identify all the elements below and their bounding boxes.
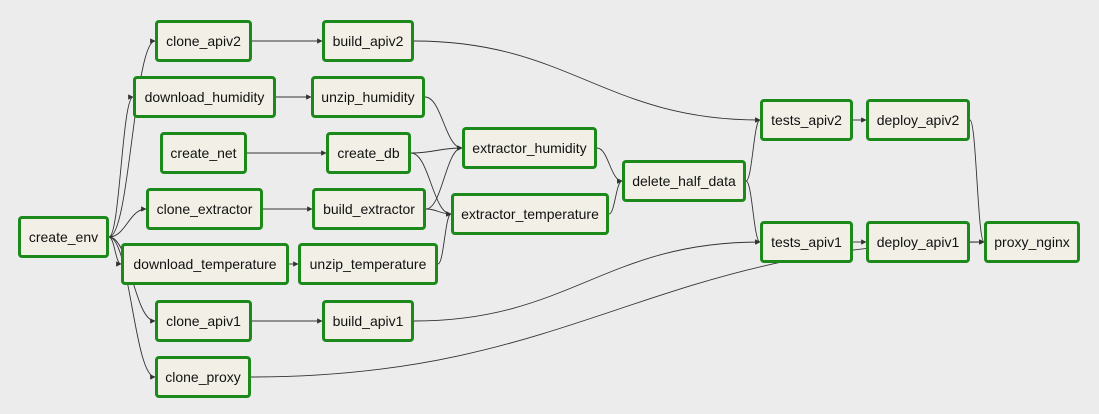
edge-create-env-to-download-humidity	[108, 94, 134, 238]
node-build-apiv2[interactable]: build_apiv2	[322, 20, 414, 62]
node-clone-apiv1[interactable]: clone_apiv1	[155, 300, 252, 342]
node-label: delete_half_data	[632, 173, 736, 189]
node-label: build_extractor	[323, 201, 415, 217]
node-label: extractor_humidity	[472, 140, 587, 156]
node-extractor-temperature[interactable]: extractor_temperature	[451, 193, 609, 235]
node-create-env[interactable]: create_env	[18, 216, 109, 258]
node-unzip-humidity[interactable]: unzip_humidity	[311, 76, 425, 118]
edge-unzip-humidity-to-extractor-humidity	[424, 96, 463, 151]
node-tests-apiv1[interactable]: tests_apiv1	[760, 221, 853, 263]
node-label: extractor_temperature	[461, 206, 599, 222]
node-label: clone_apiv2	[166, 33, 241, 49]
node-label: clone_proxy	[165, 369, 241, 385]
node-build-extractor[interactable]: build_extractor	[312, 188, 426, 230]
node-clone-proxy[interactable]: clone_proxy	[155, 356, 251, 398]
node-label: create_db	[337, 145, 400, 161]
node-label: unzip_humidity	[321, 89, 415, 105]
node-label: tests_apiv2	[771, 112, 842, 128]
node-label: build_apiv1	[332, 313, 404, 329]
edge-build-apiv1-to-tests-apiv1	[413, 239, 761, 322]
node-label: deploy_apiv1	[876, 234, 960, 250]
node-unzip-temperature[interactable]: unzip_temperature	[298, 243, 438, 285]
node-label: create_net	[170, 145, 237, 161]
node-label: create_env	[28, 229, 99, 245]
edge-delete-half-data-to-tests-apiv2	[745, 117, 761, 182]
node-deploy-apiv1[interactable]: deploy_apiv1	[866, 221, 970, 263]
node-label: clone_extractor	[156, 201, 253, 217]
node-label: tests_apiv1	[771, 234, 842, 250]
node-label: build_apiv2	[332, 33, 404, 49]
edge-create-env-to-clone-proxy	[108, 236, 156, 380]
edge-create-env-to-download-temperature	[108, 236, 122, 267]
node-clone-apiv2[interactable]: clone_apiv2	[155, 20, 252, 62]
node-download-temperature[interactable]: download_temperature	[121, 243, 289, 285]
edge-create-db-to-extractor-temperature	[410, 152, 452, 217]
edge-deploy-apiv2-to-proxy-nginx	[969, 119, 985, 245]
node-proxy-nginx[interactable]: proxy_nginx	[984, 221, 1080, 263]
edge-create-db-to-extractor-humidity	[410, 145, 463, 154]
node-create-net[interactable]: create_net	[160, 132, 247, 174]
edge-create-env-to-clone-extractor	[108, 206, 147, 238]
node-label: download_humidity	[144, 89, 265, 105]
edge-build-apiv2-to-tests-apiv2	[413, 40, 761, 123]
node-download-humidity[interactable]: download_humidity	[133, 76, 276, 118]
node-create-db[interactable]: create_db	[326, 132, 411, 174]
node-label: unzip_temperature	[309, 256, 427, 272]
node-label: download_temperature	[133, 256, 277, 272]
edge-extractor-humidity-to-delete-half-data	[596, 147, 623, 184]
edge-delete-half-data-to-tests-apiv1	[745, 180, 761, 245]
edge-create-env-to-clone-apiv2	[108, 38, 156, 238]
node-build-apiv1[interactable]: build_apiv1	[322, 300, 414, 342]
edge-build-extractor-to-extractor-humidity	[425, 145, 463, 210]
node-extractor-humidity[interactable]: extractor_humidity	[462, 127, 597, 169]
edge-extractor-temperature-to-delete-half-data	[608, 178, 623, 215]
node-delete-half-data[interactable]: delete_half_data	[622, 160, 746, 202]
node-label: clone_apiv1	[166, 313, 241, 329]
node-deploy-apiv2[interactable]: deploy_apiv2	[866, 99, 970, 141]
node-tests-apiv2[interactable]: tests_apiv2	[760, 99, 853, 141]
node-clone-extractor[interactable]: clone_extractor	[146, 188, 263, 230]
edge-clone-proxy-to-proxy-nginx	[250, 239, 985, 378]
edge-unzip-temperature-to-extractor-temperature	[437, 211, 452, 265]
node-label: proxy_nginx	[994, 234, 1070, 250]
node-label: deploy_apiv2	[876, 112, 960, 128]
